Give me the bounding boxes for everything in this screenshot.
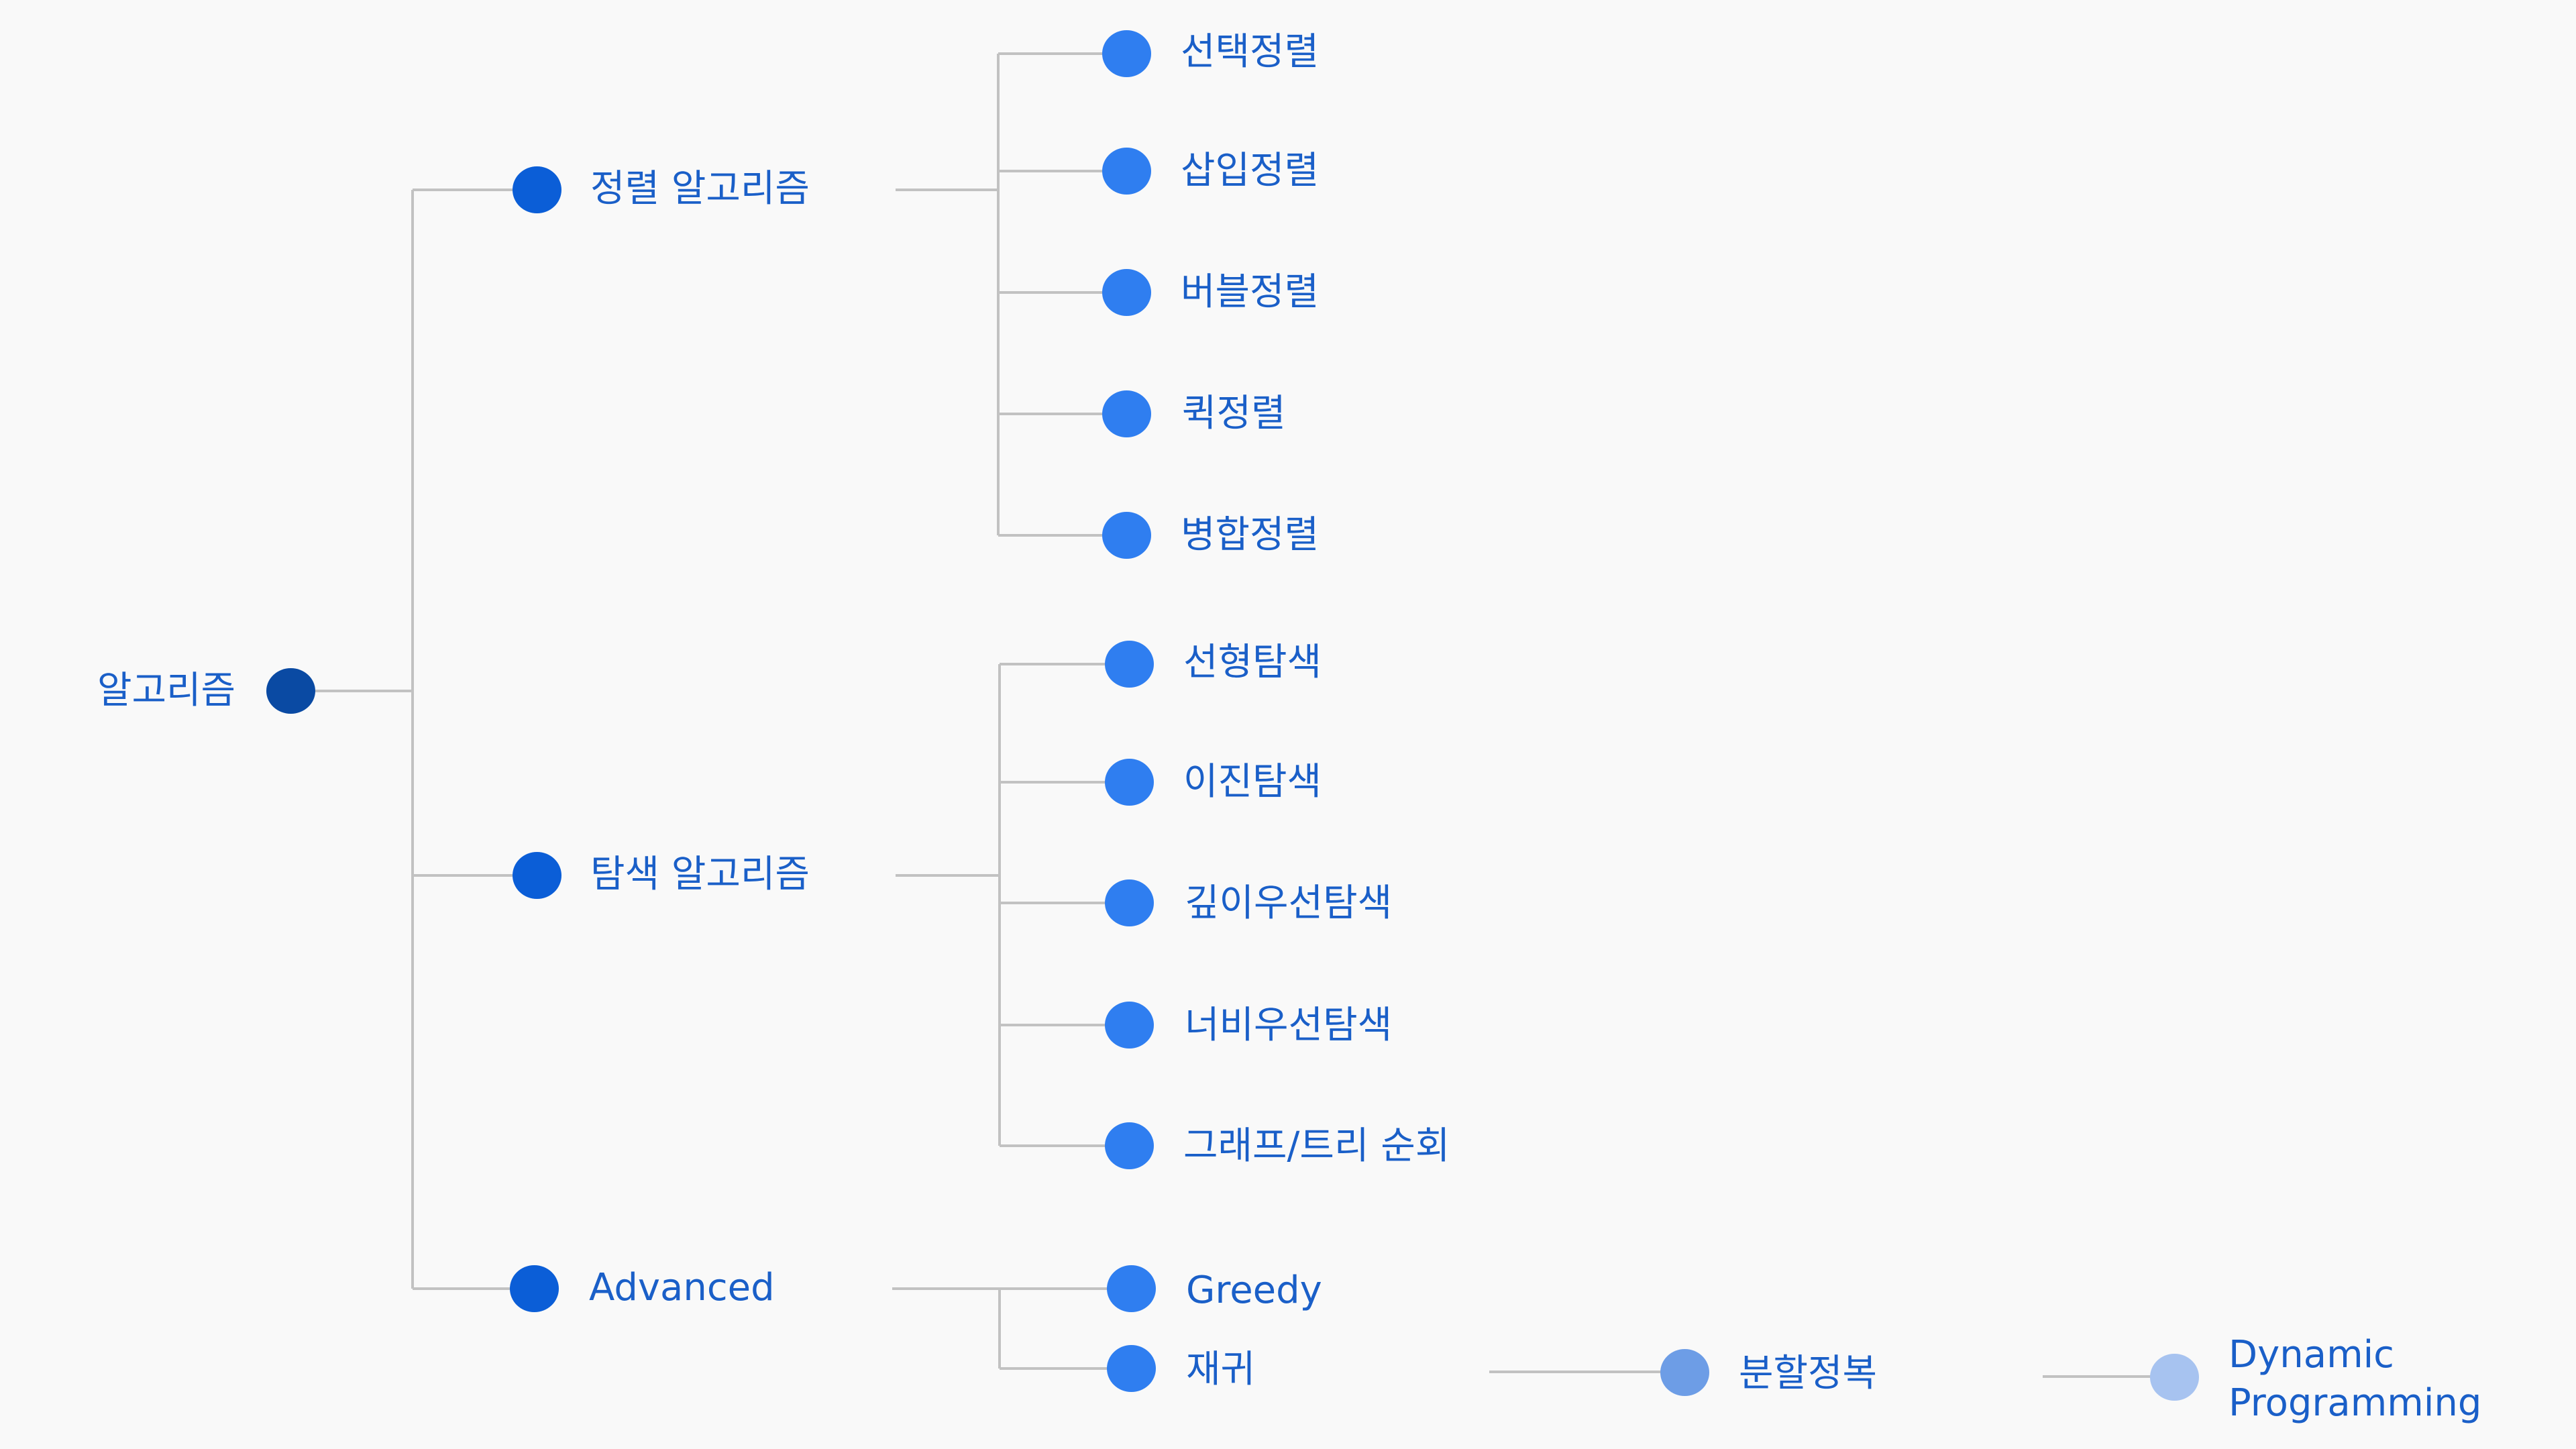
node-dynamic-programming-dot[interactable] — [2150, 1354, 2199, 1401]
node-graph-tree-traversal-label[interactable]: 그래프/트리 순회 — [1183, 1124, 1450, 1168]
node-greedy-dot[interactable] — [1107, 1265, 1156, 1312]
node-insertion-sort-label[interactable]: 삽입정렬 — [1181, 149, 1320, 193]
node-insertion-sort-dot[interactable] — [1102, 148, 1151, 195]
node-dfs-dot[interactable] — [1105, 879, 1154, 926]
node-root-dot[interactable] — [266, 668, 315, 714]
connector-root — [315, 189, 517, 1290]
node-divide-conquer-label[interactable]: 분할정복 — [1739, 1352, 1878, 1395]
node-quick-sort-label[interactable]: 퀵정렬 — [1182, 392, 1286, 435]
node-bubble-sort-label[interactable]: 버블정렬 — [1181, 270, 1320, 314]
node-greedy-label[interactable]: Greedy — [1186, 1269, 1322, 1312]
node-divide-conquer-dot[interactable] — [1660, 1349, 1709, 1396]
node-graph-tree-traversal-dot[interactable] — [1105, 1122, 1154, 1169]
connector-sorting — [896, 52, 1127, 537]
node-sorting-dot[interactable] — [513, 166, 561, 213]
node-advanced-label[interactable]: Advanced — [589, 1266, 775, 1309]
node-selection-sort-dot[interactable] — [1102, 30, 1151, 77]
node-merge-sort-dot[interactable] — [1102, 512, 1151, 559]
node-searching-label[interactable]: 탐색 알고리즘 — [590, 853, 810, 896]
node-linear-search-dot[interactable] — [1105, 641, 1154, 688]
node-root-label[interactable]: 알고리즘 — [97, 669, 236, 712]
node-searching-dot[interactable] — [513, 852, 561, 899]
node-bfs-dot[interactable] — [1105, 1002, 1154, 1049]
node-dynamic-programming-label[interactable]: Dynamic Programming — [2229, 1333, 2482, 1425]
node-selection-sort-label[interactable]: 선택정렬 — [1181, 30, 1320, 74]
node-linear-search-label[interactable]: 선형탐색 — [1183, 641, 1322, 684]
node-recursion-dot[interactable] — [1107, 1345, 1156, 1392]
node-merge-sort-label[interactable]: 병합정렬 — [1181, 513, 1320, 557]
node-binary-search-label[interactable]: 이진탐색 — [1183, 760, 1322, 804]
node-bfs-label[interactable]: 너비우선탐색 — [1185, 1004, 1393, 1047]
node-sorting-label[interactable]: 정렬 알고리즘 — [590, 167, 810, 211]
node-recursion-label[interactable]: 재귀 — [1186, 1348, 1256, 1391]
connector-advanced — [892, 1287, 1131, 1370]
connector-searching — [896, 663, 1130, 1147]
node-quick-sort-dot[interactable] — [1102, 390, 1151, 437]
node-binary-search-dot[interactable] — [1105, 759, 1154, 806]
node-bubble-sort-dot[interactable] — [1102, 269, 1151, 316]
node-dfs-label[interactable]: 깊이우선탐색 — [1185, 881, 1393, 925]
node-advanced-dot[interactable] — [510, 1265, 559, 1312]
